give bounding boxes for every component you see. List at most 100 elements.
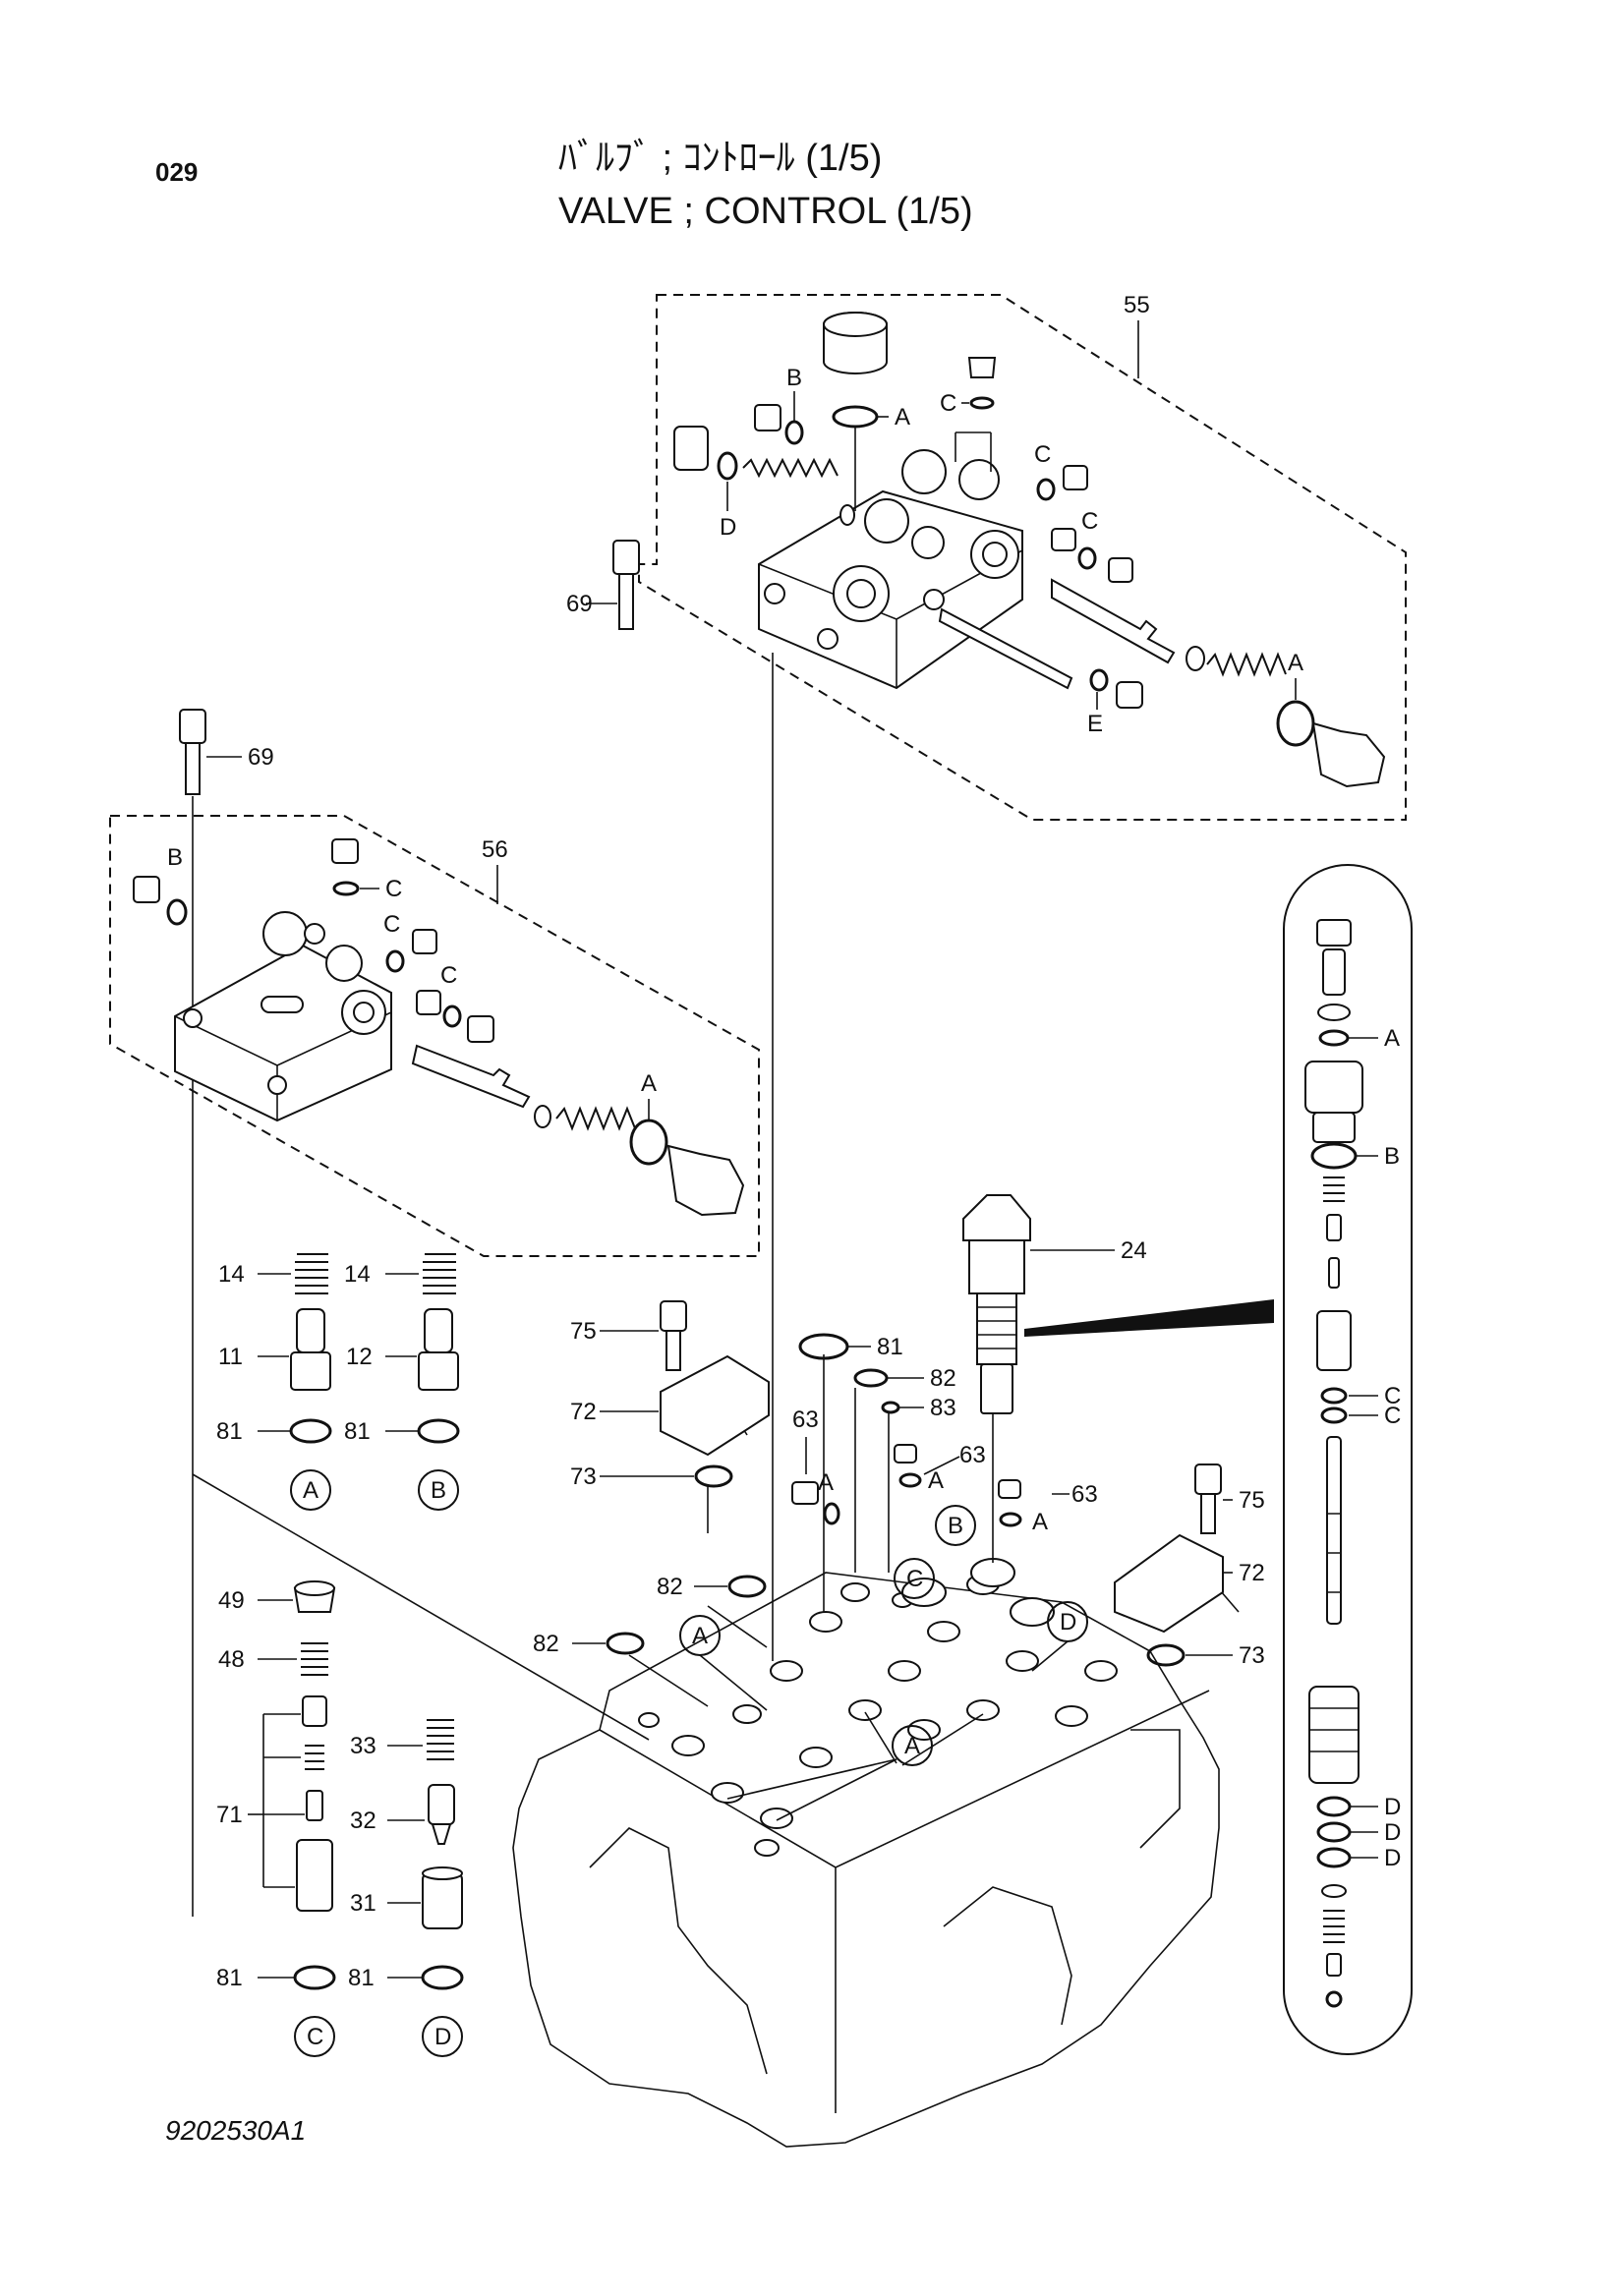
- part-11: 11: [218, 1308, 331, 1391]
- ref-C-1: C: [940, 390, 956, 417]
- part-14-left: 14: [218, 1253, 328, 1294]
- label-69-upper: 69: [566, 591, 593, 617]
- ref-C-6: C: [440, 962, 457, 989]
- title-english: VALVE ; CONTROL (1/5): [558, 191, 973, 232]
- oring-81-D: 81 D: [348, 1965, 464, 2057]
- label-75-left: 75: [570, 1318, 597, 1345]
- label-24: 24: [1121, 1237, 1147, 1264]
- ref-B-1: B: [786, 365, 802, 391]
- label-11: 11: [218, 1344, 243, 1370]
- label-63-right: 63: [1071, 1481, 1098, 1508]
- ref-C-9: C: [1384, 1383, 1401, 1409]
- label-81-b: 81: [344, 1418, 371, 1445]
- ref-A-1: A: [895, 404, 910, 430]
- detail-pointer: [1024, 1299, 1274, 1337]
- ref-D-5: D: [1384, 1819, 1401, 1846]
- label-81-c: 81: [216, 1965, 243, 1991]
- pilot-block-55: 55 A C B: [638, 292, 1407, 821]
- ref-C-4: C: [385, 876, 402, 902]
- label-81-top: 81: [877, 1334, 903, 1360]
- oring-83: 83: [881, 1395, 956, 1421]
- label-83: 83: [930, 1395, 956, 1421]
- ref-A-7: A: [818, 1469, 834, 1496]
- label-69-left: 69: [248, 744, 274, 771]
- ref-A-3: A: [641, 1070, 657, 1097]
- guide-line-diag: [192, 1473, 650, 1741]
- label-73-right: 73: [1239, 1642, 1265, 1669]
- oring-81-A: 81 A: [216, 1418, 332, 1511]
- bolt-69-left: 69: [179, 709, 274, 795]
- oring-82-mid: 82: [657, 1574, 767, 1600]
- ref-C-8: C: [906, 1566, 923, 1592]
- ref-B-5: B: [1384, 1143, 1400, 1170]
- detail-capsule-24: A B C C D D D: [1283, 864, 1413, 2055]
- title-japanese: ﾊﾞﾙﾌﾞ ; ｺﾝﾄﾛｰﾙ (1/5): [558, 138, 883, 179]
- part-48: 48: [218, 1642, 328, 1676]
- label-14-right: 14: [344, 1261, 371, 1288]
- plug-63-right: 63 A: [998, 1479, 1098, 1535]
- cartridge-24: 24: [962, 1194, 1274, 1414]
- ref-A-4: A: [303, 1477, 318, 1504]
- label-63-left: 63: [792, 1406, 819, 1433]
- body-ref-circle-C: [894, 1558, 935, 1599]
- part-33: 33: [350, 1719, 454, 1760]
- ref-C-5: C: [383, 911, 400, 938]
- ref-A-9: A: [1032, 1509, 1048, 1535]
- ref-C-7: C: [307, 2024, 323, 2050]
- part-14-right: 14: [344, 1253, 456, 1294]
- ref-C-2: C: [1034, 441, 1051, 468]
- oring-81-C: 81 C: [216, 1965, 336, 2057]
- label-81-d: 81: [348, 1965, 375, 1991]
- label-55: 55: [1124, 292, 1150, 318]
- ref-A-2: A: [1288, 650, 1303, 676]
- body-ref-circle-A2: [892, 1725, 933, 1766]
- ref-B-2: B: [167, 844, 183, 871]
- label-49: 49: [218, 1587, 245, 1614]
- ref-D-4: D: [1384, 1794, 1401, 1820]
- page-number: 029: [155, 157, 199, 187]
- label-33: 33: [350, 1733, 376, 1759]
- label-72-right: 72: [1239, 1560, 1265, 1586]
- oring-81-B: 81 B: [344, 1418, 460, 1511]
- part-49: 49: [218, 1580, 336, 1614]
- label-72-left: 72: [570, 1399, 597, 1425]
- part-31: 31: [350, 1866, 463, 1929]
- ref-B-3: B: [431, 1477, 446, 1504]
- label-75-right: 75: [1239, 1487, 1265, 1514]
- label-71: 71: [216, 1802, 243, 1828]
- part-12: 12: [346, 1308, 459, 1391]
- label-48: 48: [218, 1646, 245, 1673]
- label-14-left: 14: [218, 1261, 245, 1288]
- part-32: 32: [350, 1784, 455, 1845]
- ref-A-8: A: [928, 1467, 944, 1494]
- label-82-left: 82: [533, 1631, 559, 1657]
- ref-D-2: D: [434, 2024, 451, 2050]
- ref-A-10: A: [1384, 1025, 1400, 1052]
- drawing-number: 9202530A1: [165, 2115, 307, 2146]
- label-63-mid: 63: [959, 1442, 986, 1468]
- main-valve-body: [512, 1558, 1220, 2148]
- ref-A-6: A: [904, 1733, 920, 1759]
- plug-63-mid: 63 A: [894, 1442, 986, 1494]
- ref-E-1: E: [1087, 711, 1103, 737]
- label-73-left: 73: [570, 1464, 597, 1490]
- ref-D-3: D: [1060, 1609, 1076, 1636]
- label-12: 12: [346, 1344, 373, 1370]
- label-31: 31: [350, 1890, 376, 1917]
- cover-72-right: 75 72 73: [1114, 1464, 1265, 1669]
- label-82-mid: 82: [657, 1574, 683, 1600]
- ref-B-4: B: [948, 1513, 963, 1539]
- ref-C-3: C: [1081, 508, 1098, 535]
- bolt-69-upper: 69: [566, 540, 640, 630]
- label-82-top: 82: [930, 1365, 956, 1392]
- pilot-block-56: 56 B C C C A: [109, 815, 760, 1257]
- label-81-a: 81: [216, 1418, 243, 1445]
- label-32: 32: [350, 1808, 376, 1834]
- part-71: 71: [216, 1695, 333, 1912]
- oring-81-top: 81: [798, 1333, 903, 1360]
- ref-D-1: D: [720, 514, 736, 541]
- body-ref-circle-B: [935, 1505, 976, 1546]
- plug-63-left: 63 A: [791, 1406, 840, 1525]
- ref-A-5: A: [692, 1623, 708, 1649]
